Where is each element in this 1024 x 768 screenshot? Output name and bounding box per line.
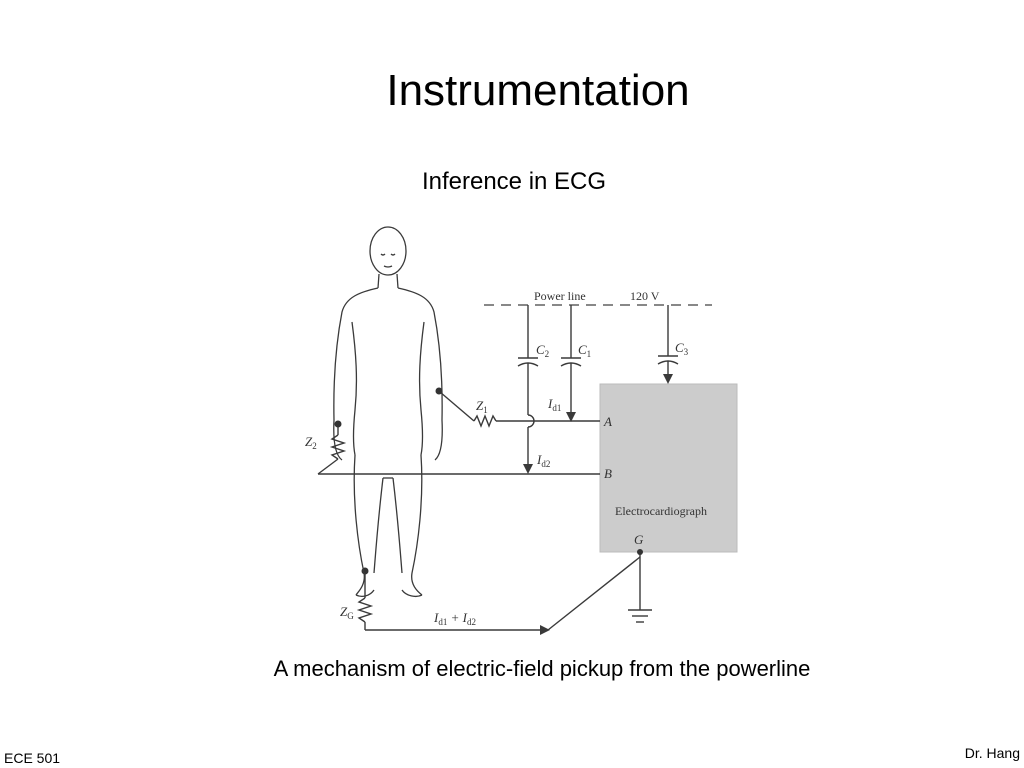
arrow-id2 [523, 464, 533, 474]
terminal-g-label: G [634, 532, 644, 547]
capacitor-c3 [657, 305, 679, 374]
capacitor-c2 [517, 305, 539, 464]
electrocardiograph-label: Electrocardiograph [615, 504, 707, 518]
lead-b-wire [317, 426, 600, 475]
ground-lead-wire [356, 552, 652, 631]
id1-label: Id1 [547, 396, 561, 413]
footer-author: Dr. Hang [964, 745, 1020, 761]
terminal-a-label: A [603, 414, 612, 429]
terminal-b-label: B [604, 466, 612, 481]
human-body-outline [333, 226, 443, 597]
power-line-label: Power line [534, 289, 586, 303]
z1-label: Z1 [476, 398, 488, 415]
electrode-right-arm [435, 387, 443, 395]
c2-label: C2 [536, 342, 549, 359]
capacitor-c1 [560, 305, 582, 412]
electrocardiograph-box [599, 383, 738, 553]
electrode-left-arm [334, 420, 342, 428]
voltage-label: 120 V [630, 289, 660, 303]
slide-title: Instrumentation [386, 66, 690, 115]
z2-label: Z2 [305, 434, 317, 451]
arrow-c3 [663, 374, 673, 384]
c3-label: C3 [675, 340, 689, 357]
arrow-id1 [566, 412, 576, 422]
arrow-ground-current [540, 625, 550, 635]
slide-subtitle: Inference in ECG [421, 168, 607, 195]
zg-label: ZG [340, 604, 354, 621]
figure-caption: A mechanism of electric-field pickup fro… [273, 656, 811, 681]
terminal-g-node [637, 549, 643, 555]
c1-label: C1 [578, 342, 591, 359]
footer-course: ECE 501 [4, 750, 61, 766]
lead-a-wire [439, 391, 600, 428]
id2-label: Id2 [536, 452, 550, 469]
ground-current-label: Id1 + Id2 [433, 610, 476, 627]
